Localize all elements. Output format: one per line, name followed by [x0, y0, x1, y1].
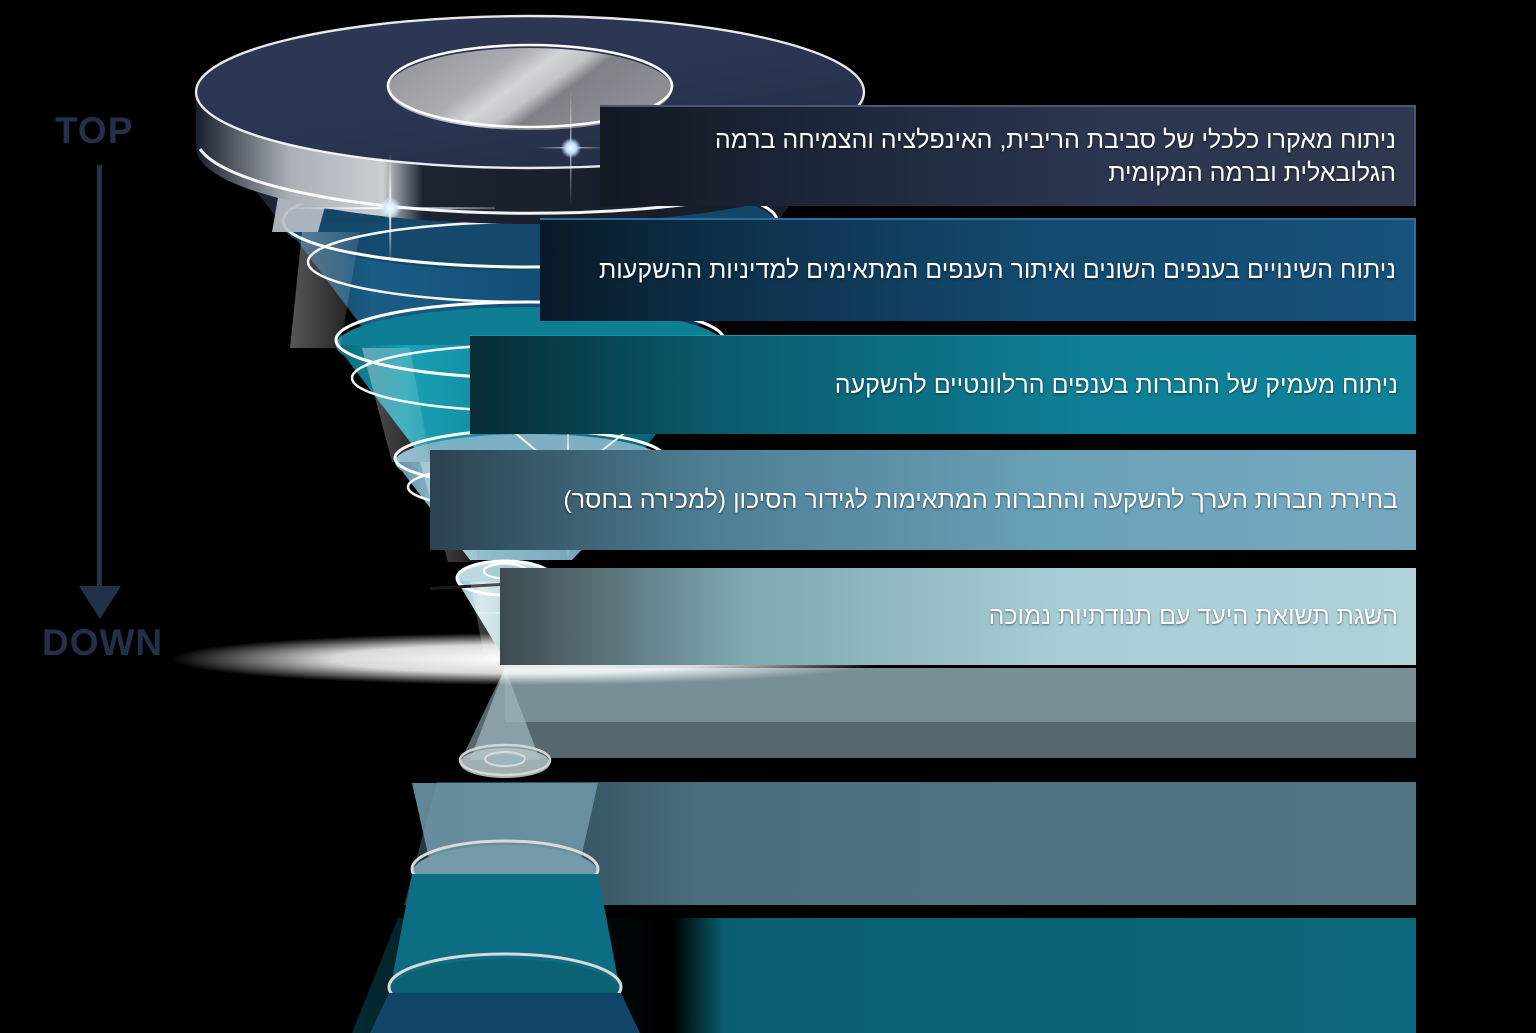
funnel-stage-label-1[interactable]: ניתוח מאקרו כלכלי של סביבת הריבית, האינפ…	[600, 105, 1416, 206]
axis-line	[97, 165, 102, 595]
axis-bottom-label: DOWN	[42, 622, 164, 663]
funnel-reflection	[352, 668, 1416, 1033]
stage-2-text: ניתוח השינויים בענפים השונים ואיתור הענפ…	[599, 256, 1396, 284]
arrow-down-icon	[79, 586, 121, 619]
funnel-stage-label-3[interactable]: ניתוח מעמיק של החברות בענפים הרלוונטיים …	[470, 335, 1416, 434]
stage-3-text: ניתוח מעמיק של החברות בענפים הרלוונטיים …	[834, 370, 1398, 399]
stage-1-text: ניתוח מאקרו כלכלי של סביבת הריבית, האינפ…	[714, 125, 1396, 187]
funnel-stage-label-4[interactable]: בחירת חברות הערך להשקעה והחברות המתאימות…	[430, 450, 1416, 550]
funnel-stage-label-5[interactable]: השגת תשואת היעד עם תנודתיות נמוכה	[500, 568, 1416, 665]
stage-5-text: השגת תשואת היעד עם תנודתיות נמוכה	[988, 602, 1398, 630]
axis-top-label: TOP	[55, 110, 134, 151]
funnel-stage-label-2[interactable]: ניתוח השינויים בענפים השונים ואיתור הענפ…	[540, 218, 1416, 321]
stage-4-text: בחירת חברות הערך להשקעה והחברות המתאימות…	[563, 485, 1398, 514]
